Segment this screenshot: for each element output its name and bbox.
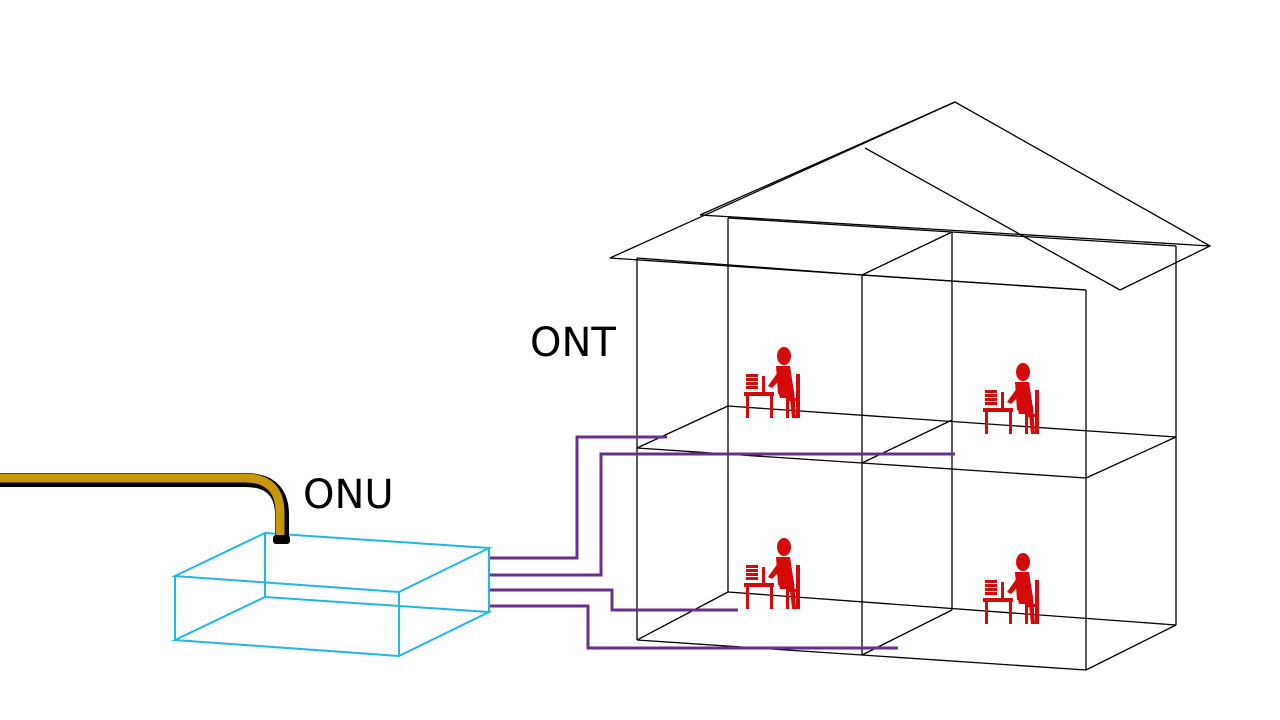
onu-label: ONU xyxy=(303,472,394,518)
person-at-desk-icon xyxy=(983,553,1039,624)
ont-label: ONT xyxy=(530,320,616,366)
onu-box xyxy=(171,531,493,658)
person-at-desk-icon xyxy=(744,538,800,609)
fiber-cable-icon xyxy=(0,473,290,544)
people-group xyxy=(744,347,1039,624)
house-wireframe xyxy=(609,101,1212,671)
person-at-desk-icon xyxy=(983,363,1039,434)
drop-lines xyxy=(489,435,955,650)
